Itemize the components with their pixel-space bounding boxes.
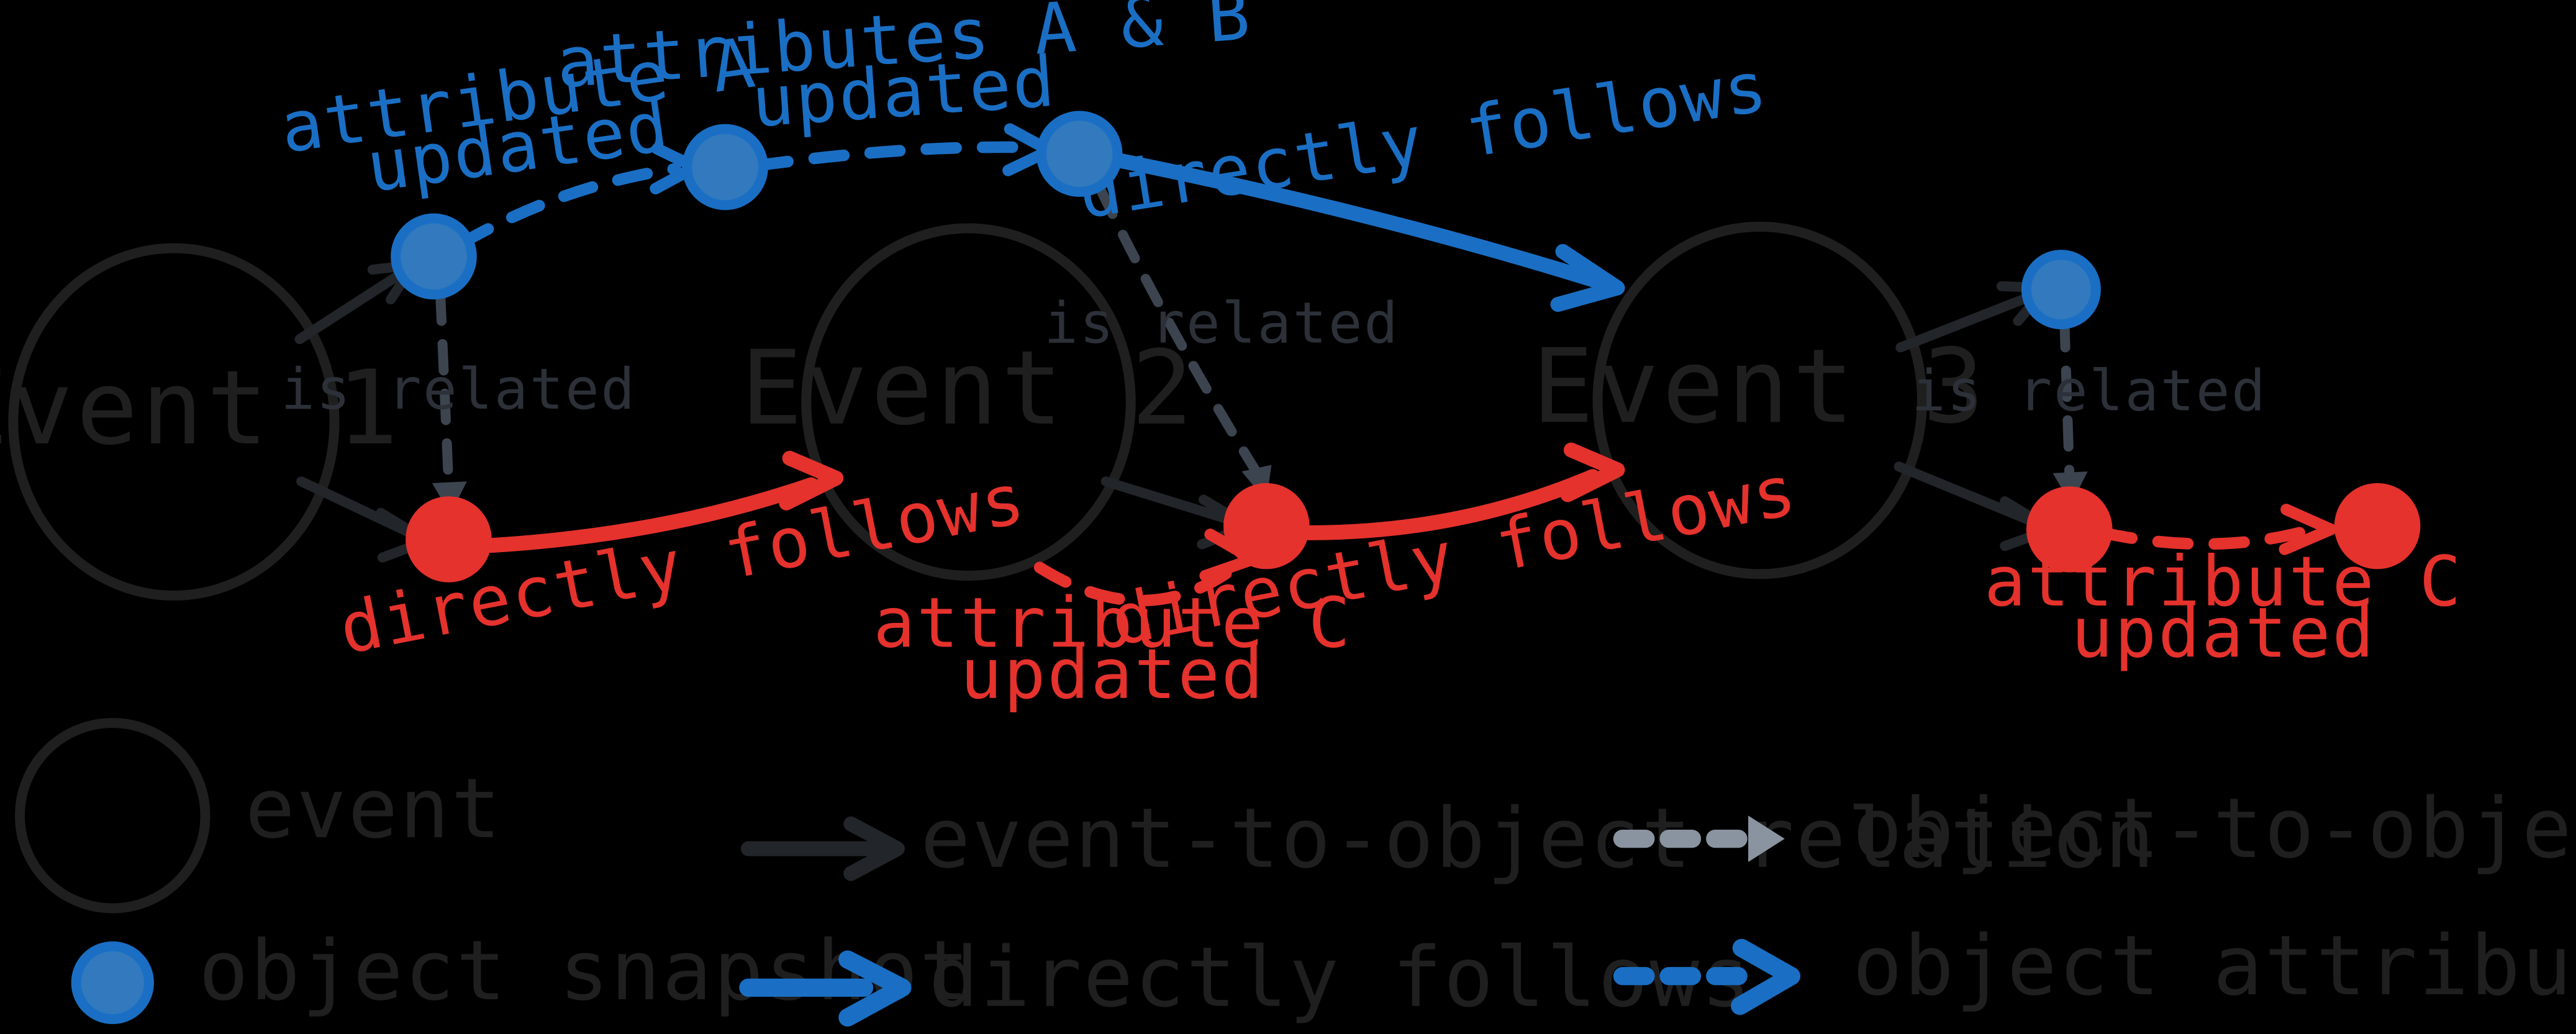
legend-event-label: event (245, 761, 503, 857)
blue-snapshot-3[interactable] (1036, 111, 1123, 197)
directly-follows-blue-label: directly follows (1073, 46, 1774, 235)
attribute-c-updated-mid-line1: attribute C (873, 583, 1352, 664)
edge-is-related-2: is related (1044, 185, 1399, 502)
edge-attribute-c-updated-middle: attribute C updated (873, 528, 1352, 715)
blue-circle-icon (71, 941, 154, 1025)
red-snapshot-3[interactable] (2026, 486, 2113, 573)
event-circle-icon (14, 718, 211, 914)
red-snapshot-1[interactable] (406, 496, 492, 583)
legend-item-object-to-object[interactable]: object-to-object relation (1613, 781, 2576, 877)
legend-item-object-attribute-update[interactable]: object attribute update (1613, 918, 2576, 1015)
event-2-node[interactable]: Event 2 (741, 223, 1197, 581)
arrowhead-icon (1560, 442, 1625, 502)
arrowhead-icon (1550, 243, 1625, 312)
object-snapshot-circle (2021, 250, 2101, 330)
object-snapshot-circle (2026, 486, 2113, 573)
legend-object-to-object-label: object-to-object relation (1853, 781, 2576, 877)
edge-attribute-c-updated-right: attribute C updated (1984, 504, 2461, 674)
dark-arrowhead-icon (843, 816, 905, 881)
blue-snapshot-1[interactable] (391, 213, 477, 300)
event-1-label: Event 1 (0, 348, 402, 468)
legend-object-snapshot-label: object snapshot (199, 923, 971, 1019)
edge-is-related-3: is related (1912, 315, 2267, 505)
object-snapshot-circle (2334, 483, 2421, 569)
object-snapshot-circle (682, 124, 768, 211)
legend-event-to-object-label: event-to-object relation (920, 791, 2156, 887)
object-snapshot-circle (391, 213, 477, 300)
blue-snapshot-2[interactable] (682, 124, 768, 211)
event-2-label: Event 2 (741, 329, 1197, 448)
blue-snapshot-4[interactable] (2021, 250, 2101, 330)
blue-dashed-arrowhead-icon (1731, 938, 1801, 1015)
object-snapshot-circle (1223, 483, 1310, 569)
event-1-node[interactable]: Event 1 (0, 243, 402, 601)
edge-directly-follows-blue: directly follows (1073, 46, 1774, 312)
legend-item-object-snapshot[interactable]: object snapshot (71, 923, 971, 1025)
legend-item-event-to-object[interactable]: event-to-object relation (740, 791, 2156, 887)
event-2-circle (801, 223, 1136, 581)
arrowhead-icon (2279, 504, 2337, 555)
legend-object-attribute-update-label: object attribute update (1853, 918, 2576, 1014)
object-snapshot-circle (1036, 111, 1123, 197)
gray-arrowhead-icon (1748, 815, 1785, 862)
object-snapshot-circle (406, 496, 492, 583)
edge-is-related-1: is related (281, 289, 636, 515)
is-related-label-2: is related (1044, 291, 1399, 356)
event-3-circle (1592, 221, 1928, 579)
arrowhead-icon (779, 450, 844, 510)
red-snapshot-2[interactable] (1223, 483, 1310, 569)
blue-arrowhead-icon (838, 950, 912, 1027)
legend-item-event[interactable]: event (14, 718, 503, 914)
is-related-label-1: is related (281, 357, 636, 422)
attribute-c-updated-right-line2: updated (2071, 593, 2375, 674)
is-related-label-3: is related (1912, 359, 2267, 424)
attribute-c-updated-mid-line2: updated (960, 634, 1264, 715)
red-snapshot-4[interactable] (2334, 483, 2421, 569)
event-1-circle (8, 243, 340, 601)
